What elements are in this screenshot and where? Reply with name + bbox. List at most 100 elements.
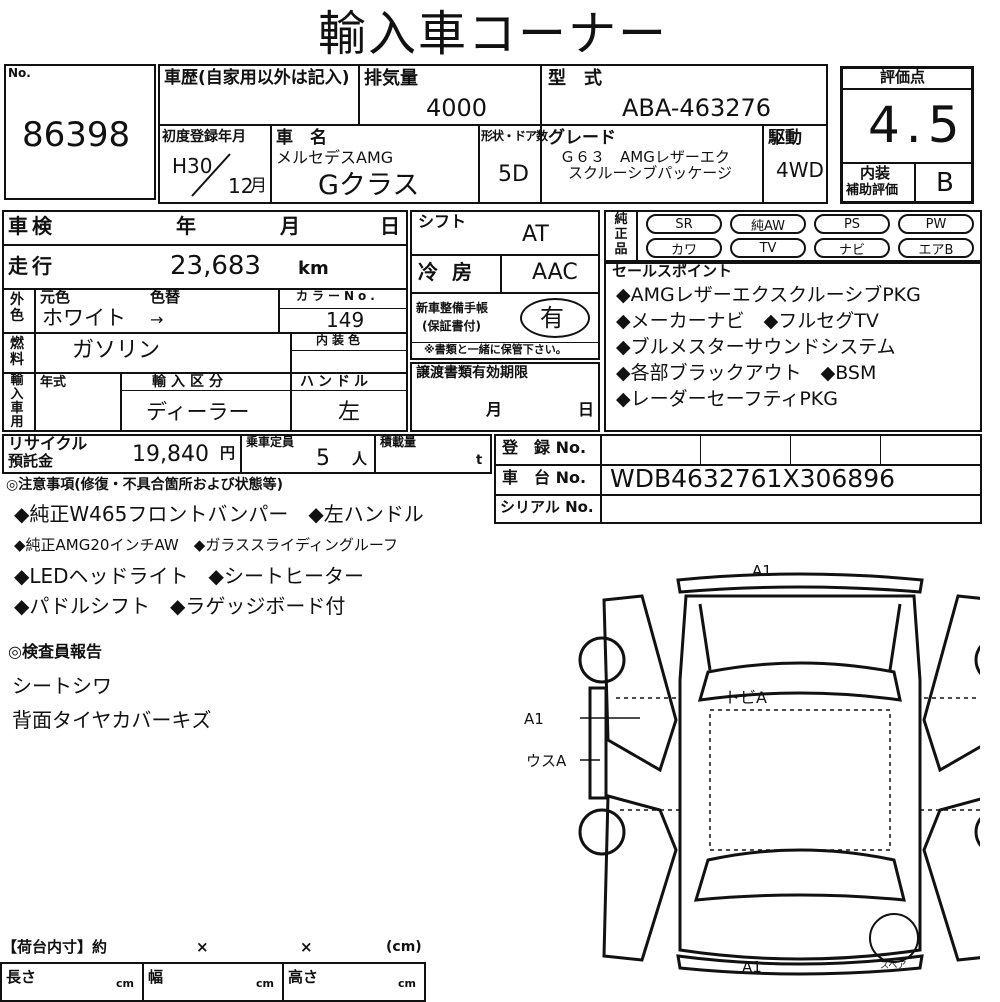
transfer-label: 譲渡書類有効期限 (416, 365, 528, 381)
capacity-label: 乗車定員 (246, 435, 295, 449)
fuel-value: ガソリン (72, 338, 161, 363)
drive-value: 4WD (776, 158, 824, 182)
doors-value: 5D (498, 162, 529, 187)
mileage-label: 走行 (8, 254, 56, 278)
date-slash (191, 153, 231, 197)
sales-point-3: ◆ブルメスターサウンドシステム (616, 336, 896, 358)
car-condition-diagram (578, 572, 980, 976)
inspection-year: 年 (176, 214, 196, 238)
sales-point-1: ◆AMGレザーエクスクルーシブPKG (616, 284, 921, 306)
chassis-no-value: WDB4632761X306896 (610, 464, 896, 493)
diagram-roof-mark: トビA (724, 688, 767, 707)
transfer-day: 日 (578, 400, 595, 419)
outer-color-label: 外色 (10, 292, 24, 324)
equipment-airbag: エアB (898, 238, 974, 258)
lot-number: 86398 (22, 115, 131, 155)
cargo-width-unit: cm (256, 977, 274, 990)
displacement-label: 排気量 (364, 68, 418, 89)
month-unit: 月 (250, 176, 267, 196)
grade-line-2: スクルーシブパッケージ (568, 164, 732, 182)
mileage-value: 23,683 (170, 251, 261, 281)
model-code-label: 型 式 (548, 68, 602, 89)
transfer-month: 月 (486, 400, 503, 419)
equipment-tv: TV (730, 238, 806, 258)
inspection-day: 日 (380, 214, 400, 238)
cargo-height-label: 高さ (288, 968, 319, 986)
color-code-value: 149 (326, 308, 365, 332)
recycle-value: 19,840 (132, 442, 209, 467)
diagram-spare-label: スペア (880, 961, 907, 971)
load-unit: t (476, 453, 483, 468)
inspector-label: ◎検査員報告 (8, 642, 102, 661)
repaint-color-label: 色替 (150, 288, 181, 306)
cargo-width-label: 幅 (148, 968, 164, 986)
equipment-box (604, 210, 982, 262)
interior-color-label: 内装色 (316, 333, 365, 347)
chassis-no-label: 車 台 No. (502, 468, 587, 487)
rating-score: 4.5 (868, 96, 966, 154)
capacity-value: 5 (316, 446, 330, 471)
warranty-note: ※書類と一緒に保管下さい。 (424, 343, 567, 356)
color-value: ホワイト (42, 306, 126, 330)
import-type-label: 輸入区分 (152, 374, 228, 390)
page-title: 輸入車コーナー (318, 6, 669, 62)
equipment-sunroof: SR (646, 214, 722, 234)
handle-label: ハンドル (300, 374, 372, 390)
cargo-length-unit: cm (116, 977, 134, 990)
cargo-x2: × (300, 938, 313, 956)
car-maker: メルセデスAMG (276, 148, 394, 167)
sales-point-5: ◆レーダーセーフティPKG (616, 388, 838, 410)
equipment-navi: ナビ (814, 238, 890, 258)
diagram-front-mark: A1 (752, 562, 772, 580)
load-label: 積載量 (380, 435, 417, 449)
cargo-length-label: 長さ (6, 968, 37, 986)
first-registration-year: H30 (172, 154, 213, 178)
sales-points-box (604, 262, 982, 432)
equipment-alloy-wheels: 純AW (730, 214, 806, 234)
warranty-label-1: 新車整備手帳 (416, 301, 489, 315)
lot-label: No. (8, 66, 31, 80)
drive-label: 駆動 (768, 128, 802, 148)
lot-box (4, 64, 156, 200)
warranty-oval (520, 298, 590, 338)
displacement-value: 4000 (426, 94, 488, 122)
note-line-2: ◆純正AMG20インチAW ◆ガラススライディングルーフ (14, 536, 399, 554)
vehicle-info-box (158, 64, 828, 204)
interior-rating-value: B (936, 168, 954, 198)
shift-label: シフト (418, 212, 467, 231)
diagram-rear-mark: A1 (742, 958, 762, 976)
recycle-label-1: リサイクル (8, 434, 88, 453)
diagram-left-mark-1: A1 (524, 710, 544, 728)
import-label: 輸入車用 (10, 373, 24, 430)
spec-box (2, 210, 408, 432)
shift-box (410, 210, 600, 360)
capacity-unit: 人 (352, 450, 368, 468)
equipment-power-windows: PW (898, 214, 974, 234)
inspection-month: 月 (280, 214, 300, 238)
transfer-box (410, 362, 600, 432)
doors-label: 形状・ドア数 (481, 129, 548, 143)
registration-no-label: 登 録 No. (502, 438, 587, 457)
cargo-height-unit: cm (398, 977, 416, 990)
original-color-label: 元色 (40, 288, 71, 306)
grade-line-1: Ｇ６３ AMGレザーエク (560, 148, 730, 166)
registration-box (494, 434, 982, 524)
warranty-label-2: (保証書付) (422, 319, 481, 333)
cargo-unit: (cm) (386, 939, 422, 955)
warranty-value: 有 (540, 304, 564, 332)
serial-no-label: シリアル No. (500, 498, 594, 516)
equipment-label: 純正品 (614, 212, 628, 257)
recycle-box (2, 434, 492, 474)
inspector-line-1: シートシワ (12, 674, 112, 698)
notes-label: ◎注意事項(修復・不具合箇所および状態等) (6, 477, 284, 493)
rating-box (840, 66, 974, 204)
interior-rating-label-2: 補助評価 (846, 183, 899, 198)
inspector-line-2: 背面タイヤカバーキズ (12, 708, 212, 732)
color-arrow: → (150, 310, 164, 329)
sales-point-4: ◆各部ブラックアウト ◆BSM (616, 362, 877, 384)
ac-label: 冷房 (418, 260, 486, 284)
grade-label: グレード (548, 128, 616, 148)
import-type-value: ディーラー (146, 400, 250, 424)
note-line-4: ◆パドルシフト ◆ラゲッジボード付 (14, 594, 346, 618)
model-code-value: ABA-463276 (622, 94, 772, 122)
